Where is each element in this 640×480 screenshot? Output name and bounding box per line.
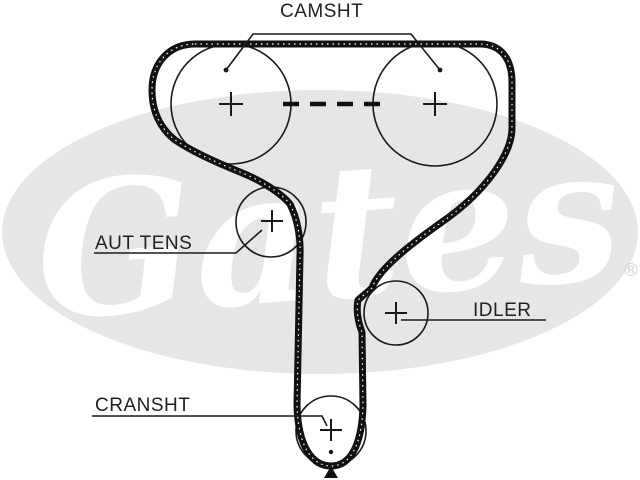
tensioner-leader-line (94, 229, 263, 254)
camshaft-label: CAMSHT (280, 1, 363, 22)
camshaft-left-center-cross (219, 92, 243, 116)
camshaft-leader-lines (225, 33, 441, 71)
tensioner-label: AUT TENS (95, 233, 192, 254)
crankshaft-center-cross (320, 419, 342, 441)
idler-center-cross (385, 302, 407, 324)
crankshaft-label: CRANSHT (95, 395, 190, 416)
timing-belt (148, 40, 516, 470)
tensioner-center-cross (261, 210, 283, 232)
watermark-ellipse (2, 90, 638, 374)
idler-label: IDLER (473, 300, 531, 321)
crankshaft-reference-arrow-icon (324, 466, 338, 478)
crankshaft-timing-mark (328, 449, 334, 455)
watermark-logo-text: Gates (29, 104, 628, 362)
camshaft-right-center-cross (423, 92, 447, 116)
watermark-registered-mark: ® (622, 260, 640, 281)
crankshaft-leader-line (92, 415, 328, 427)
idler-pulley (363, 280, 429, 346)
gates-watermark-logo: Gates ® (2, 90, 640, 374)
